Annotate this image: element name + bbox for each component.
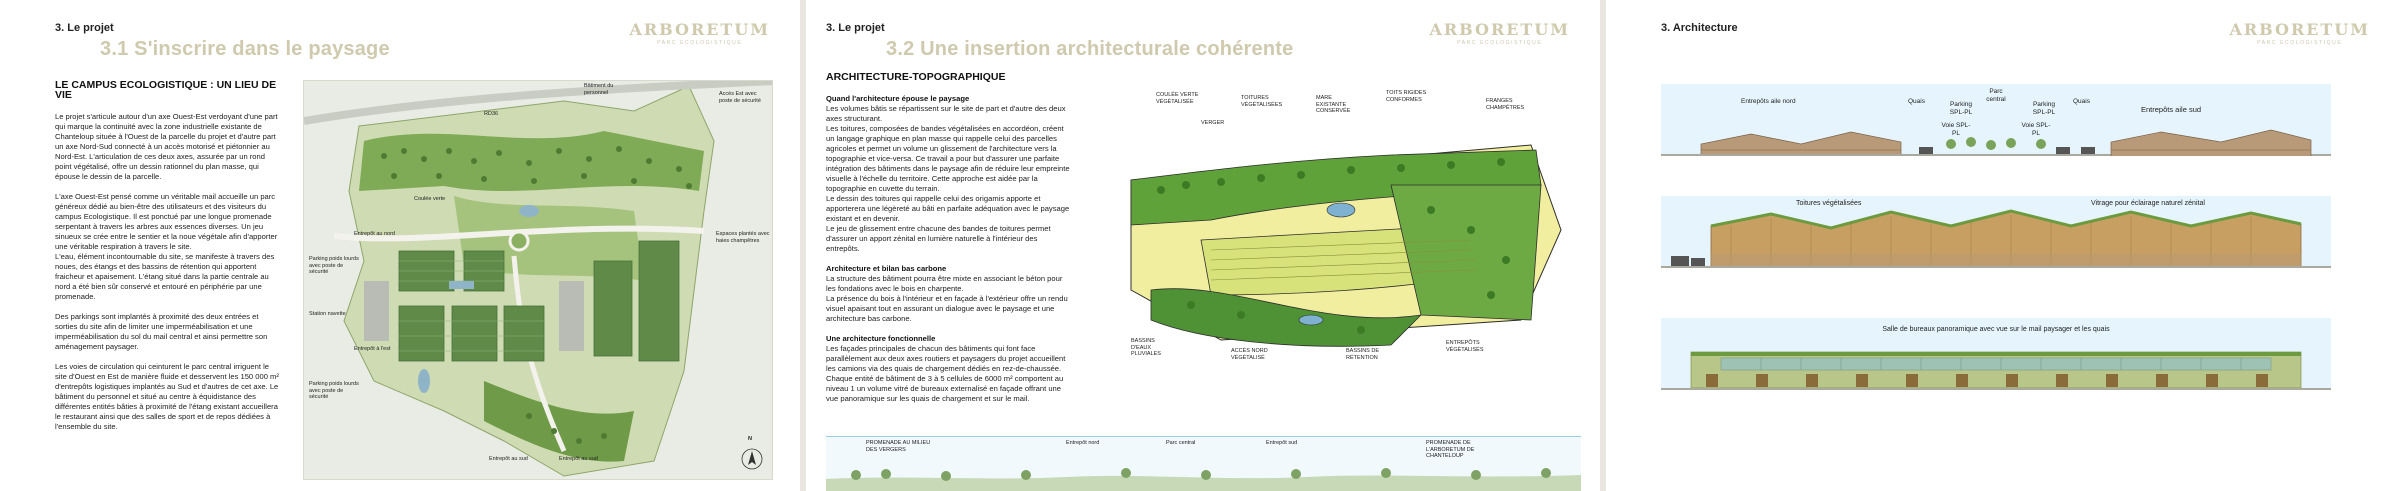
- page-title: 3.2 Une insertion architecturale cohéren…: [886, 38, 1294, 60]
- sketch-label: BASSINS DE RÉTENTION: [1346, 348, 1380, 361]
- sketch-label: COULÉE VERTE VÉGÉTALISÉE: [1156, 92, 1199, 105]
- page-gutter: [800, 0, 806, 491]
- map-label: Entrepôt au sud: [559, 456, 598, 462]
- section-label-text: Parc central: [1166, 440, 1196, 446]
- text-column: LE CAMPUS ECOLOGISTIQUE : UN LIEU DE VIE…: [55, 80, 280, 442]
- elevation-label: Parc central: [1986, 88, 2006, 103]
- map-label: Bâtiment du personnel: [584, 83, 614, 96]
- elevation-label: Voie SPL-PL: [2021, 122, 2051, 137]
- sketch-label: FRANGES CHAMPÊTRES: [1486, 98, 1525, 111]
- section-heading: ARCHITECTURE-TOPOGRAPHIQUE: [826, 71, 1006, 83]
- office-facade-elevation: Salle de bureaux panoramique avec vue su…: [1661, 318, 2331, 390]
- paragraph: Les façades principales de chacun des bâ…: [826, 344, 1066, 403]
- section-label-text: PROMENADE AU MILIEU DES VERGERS: [866, 440, 931, 453]
- green-roof-elevation: Toitures végétalisées Vitrage pour éclai…: [1661, 196, 2331, 268]
- map-label: Parking poids lourds avec poste de sécur…: [309, 381, 359, 400]
- elevation-label: Voie SPL-PL: [1941, 122, 1971, 137]
- sketch-label: BASSINS D'EAUX PLUVIALES: [1131, 338, 1161, 357]
- master-plan-map: Bâtiment du personnel RD36 Accès Est ave…: [303, 80, 773, 480]
- section-label: 3. Le projet: [826, 22, 885, 34]
- subheading: Quand l'architecture épouse le paysage: [826, 94, 970, 103]
- paragraph: La structure des bâtiment pourra être mi…: [826, 274, 1068, 323]
- site-sketch-drawing: [1091, 90, 1581, 375]
- elevation-label: Quais: [1908, 98, 1925, 105]
- elevation-label: Entrepôts aile nord: [1741, 98, 1796, 105]
- map-label: Espaces plantés avec haies champêtres: [716, 231, 770, 244]
- paragraph: Le projet s'articule autour d'un axe Oue…: [55, 112, 278, 181]
- page-title: 3.1 S'inscrire dans le paysage: [100, 38, 390, 60]
- paragraph: Les voies de circulation qui ceinturent …: [55, 362, 279, 431]
- map-label: Parking poids lourds avec poste de sécur…: [309, 256, 359, 275]
- sketch-label: ACCÈS NORD VÉGÉTALISÉ: [1231, 348, 1268, 361]
- elevation-label: Entrepôts aile sud: [2141, 105, 2202, 114]
- section-label: 3. Le projet: [55, 22, 114, 34]
- page-architecture-insertion: 3. Le projet 3.2 Une insertion architect…: [806, 0, 1600, 491]
- master-plan-drawing: [304, 81, 772, 479]
- map-label: Station navette: [309, 311, 346, 317]
- paragraph: Les volumes bâtis se répartissent sur le…: [826, 104, 1070, 253]
- elevation-label: Parking SPL-PL: [1949, 101, 1973, 116]
- page-gutter: [1600, 0, 1606, 491]
- sketch-label: TOITS RIGIDES CONFORMES: [1386, 90, 1427, 103]
- section-strip-drawing: [826, 437, 1581, 491]
- elevation-label: Quais: [2073, 98, 2090, 105]
- page-architecture: 3. Architecture ARBORETUM PARC ECOLOGIST…: [1606, 0, 2400, 491]
- sketch-label: ENTREPÔTS VÉGÉTALISÉS: [1446, 340, 1484, 353]
- paragraph: L'axe Ouest-Est pensé comme un véritable…: [55, 192, 278, 301]
- paragraph: Des parkings sont implantés à proximité …: [55, 312, 268, 351]
- map-label: Entrepôt à l'est: [354, 346, 391, 352]
- map-label: Entrepôt au nord: [354, 231, 395, 237]
- map-label: Entrepôt au sud: [489, 456, 528, 462]
- site-sketch: COULÉE VERTE VÉGÉTALISÉE TOITURES VÉGÉTA…: [1091, 90, 1581, 375]
- arboretum-logo: ARBORETUM PARC ECOLOGISTIQUE: [2229, 20, 2370, 46]
- section-heading: LE CAMPUS ECOLOGISTIQUE : UN LIEU DE VIE: [55, 79, 277, 101]
- sketch-label: MARE EXISTANTE CONSERVÉE: [1316, 95, 1351, 114]
- section-strip: PROMENADE AU MILIEU DES VERGERS Entrepôt…: [826, 436, 1581, 491]
- elevation-label: Salle de bureaux panoramique avec vue su…: [1882, 326, 2110, 333]
- arboretum-logo: ARBORETUM PARC ECOLOGISTIQUE: [1429, 20, 1570, 46]
- section-label-text: PROMENADE DE L'ARBORETUM DE CHANTELOUP: [1426, 440, 1475, 459]
- map-label: Accès Est avec poste de sécurité: [719, 91, 761, 104]
- section-label-text: Entrepôt sud: [1266, 440, 1298, 446]
- subheading: Une architecture fonctionnelle: [826, 334, 936, 343]
- sketch-label: TOITURES VÉGÉTALISÉES: [1241, 95, 1283, 108]
- elevation-label: Toitures végétalisées: [1796, 200, 1862, 207]
- text-column: ARCHITECTURE-TOPOGRAPHIQUE Quand l'archi…: [826, 72, 1071, 414]
- page-landscape: 3. Le projet 3.1 S'inscrire dans le pays…: [0, 0, 800, 491]
- arboretum-logo: ARBORETUM PARC ECOLOGISTIQUE: [629, 20, 770, 46]
- north-arrow-icon: N: [748, 436, 752, 442]
- elevation-label: Parking SPL-PL: [2032, 101, 2056, 116]
- sketch-label: VERGER: [1201, 120, 1225, 126]
- subheading: Architecture et bilan bas carbone: [826, 264, 947, 273]
- cross-section-elevation: Entrepôts aile nord Quais Parc central P…: [1661, 84, 2331, 156]
- elevation-label: Vitrage pour éclairage naturel zénital: [2091, 200, 2205, 207]
- section-label: 3. Architecture: [1661, 22, 1738, 34]
- section-label-text: Entrepôt nord: [1066, 440, 1100, 446]
- map-label: RD36: [484, 111, 499, 117]
- map-label: Coulée verte: [414, 196, 446, 202]
